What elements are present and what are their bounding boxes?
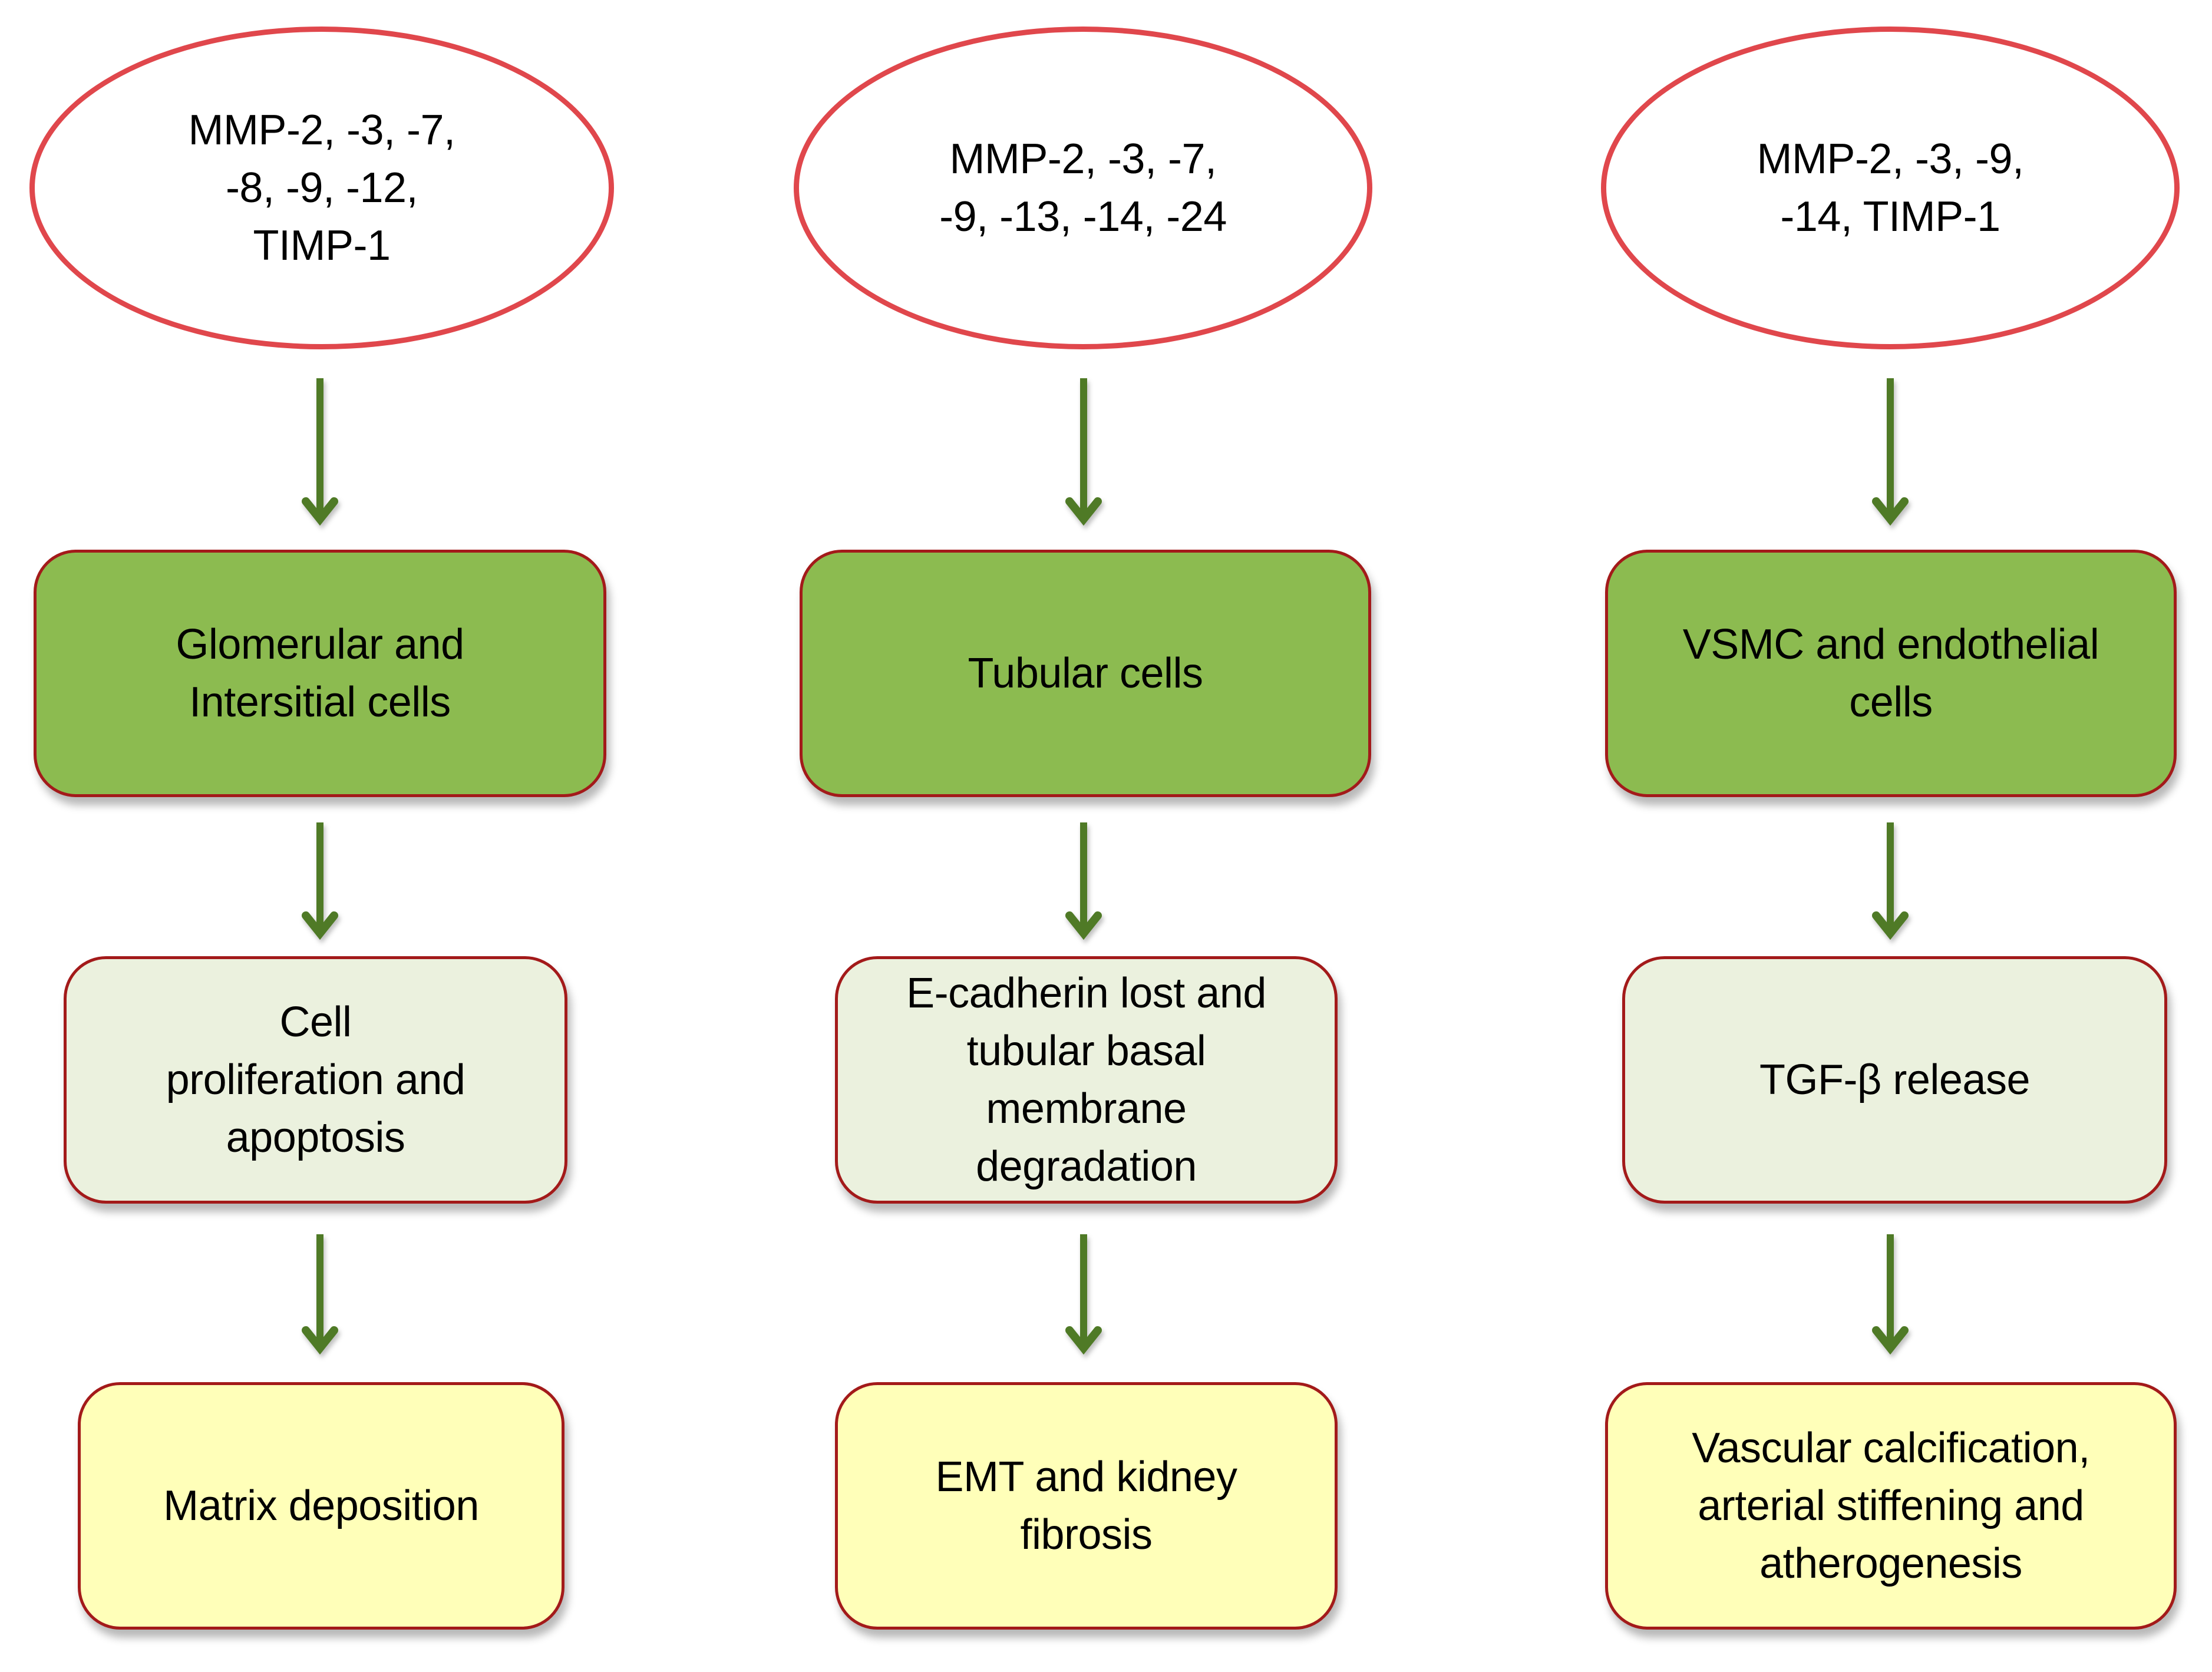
down-arrow-icon (1065, 822, 1102, 940)
cell-type-box-tubular: Tubular cells (800, 550, 1371, 797)
mechanism-box-proliferation: Cell proliferation and apoptosis (64, 956, 567, 1204)
arrow-head (1872, 911, 1909, 940)
mechanism-box-tgf-beta: TGF-β release (1622, 956, 2167, 1204)
arrow-head (1065, 497, 1102, 526)
outcome-text: Vascular calcification, arterial stiffen… (1692, 1425, 2090, 1587)
cell-type-text: Tubular cells (968, 650, 1204, 697)
outcome-box-matrix-deposition: Matrix deposition (78, 1382, 564, 1630)
arrow-head (302, 911, 338, 940)
outcome-box-vascular: Vascular calcification, arterial stiffen… (1605, 1382, 2177, 1630)
outcome-text: Matrix deposition (163, 1482, 479, 1529)
down-arrow-icon (1065, 378, 1102, 526)
enzyme-list-text: MMP-2, -3, -7, -8, -9, -12, TIMP-1 (188, 107, 455, 269)
cell-type-box-glomerular: Glomerular and Intersitial cells (34, 550, 606, 797)
mechanism-text: E-cadherin lost and tubular basal membra… (906, 970, 1266, 1190)
enzyme-list-text: MMP-2, -3, -9, -14, TIMP-1 (1757, 136, 2024, 240)
arrow-head (1872, 1326, 1909, 1355)
arrow-head (302, 497, 338, 526)
mechanism-text: Cell proliferation and apoptosis (166, 999, 465, 1161)
cell-type-text: Glomerular and Intersitial cells (176, 621, 464, 726)
enzyme-list-text: MMP-2, -3, -7, -9, -13, -14, -24 (939, 136, 1227, 240)
down-arrow-icon (302, 1234, 338, 1355)
arrow-head (1065, 1326, 1102, 1355)
cell-type-text: VSMC and endothelial cells (1682, 621, 2099, 726)
enzyme-ellipse-vascular: MMP-2, -3, -9, -14, TIMP-1 (1601, 27, 2180, 349)
enzyme-ellipse-tubular: MMP-2, -3, -7, -9, -13, -14, -24 (794, 27, 1372, 349)
down-arrow-icon (302, 822, 338, 940)
enzyme-ellipse-glomerular: MMP-2, -3, -7, -8, -9, -12, TIMP-1 (29, 27, 614, 349)
mechanism-text: TGF-β release (1759, 1056, 2031, 1103)
down-arrow-icon (1065, 1234, 1102, 1355)
arrow-head (1065, 911, 1102, 940)
outcome-text: EMT and kidney fibrosis (935, 1453, 1237, 1558)
down-arrow-icon (1872, 822, 1909, 940)
arrow-head (302, 1326, 338, 1355)
arrow-head (1872, 497, 1909, 526)
down-arrow-icon (302, 378, 338, 526)
cell-type-box-vsmc: VSMC and endothelial cells (1605, 550, 2177, 797)
down-arrow-icon (1872, 1234, 1909, 1355)
mechanism-box-e-cadherin: E-cadherin lost and tubular basal membra… (835, 956, 1338, 1204)
down-arrow-icon (1872, 378, 1909, 526)
outcome-box-emt-fibrosis: EMT and kidney fibrosis (835, 1382, 1338, 1630)
